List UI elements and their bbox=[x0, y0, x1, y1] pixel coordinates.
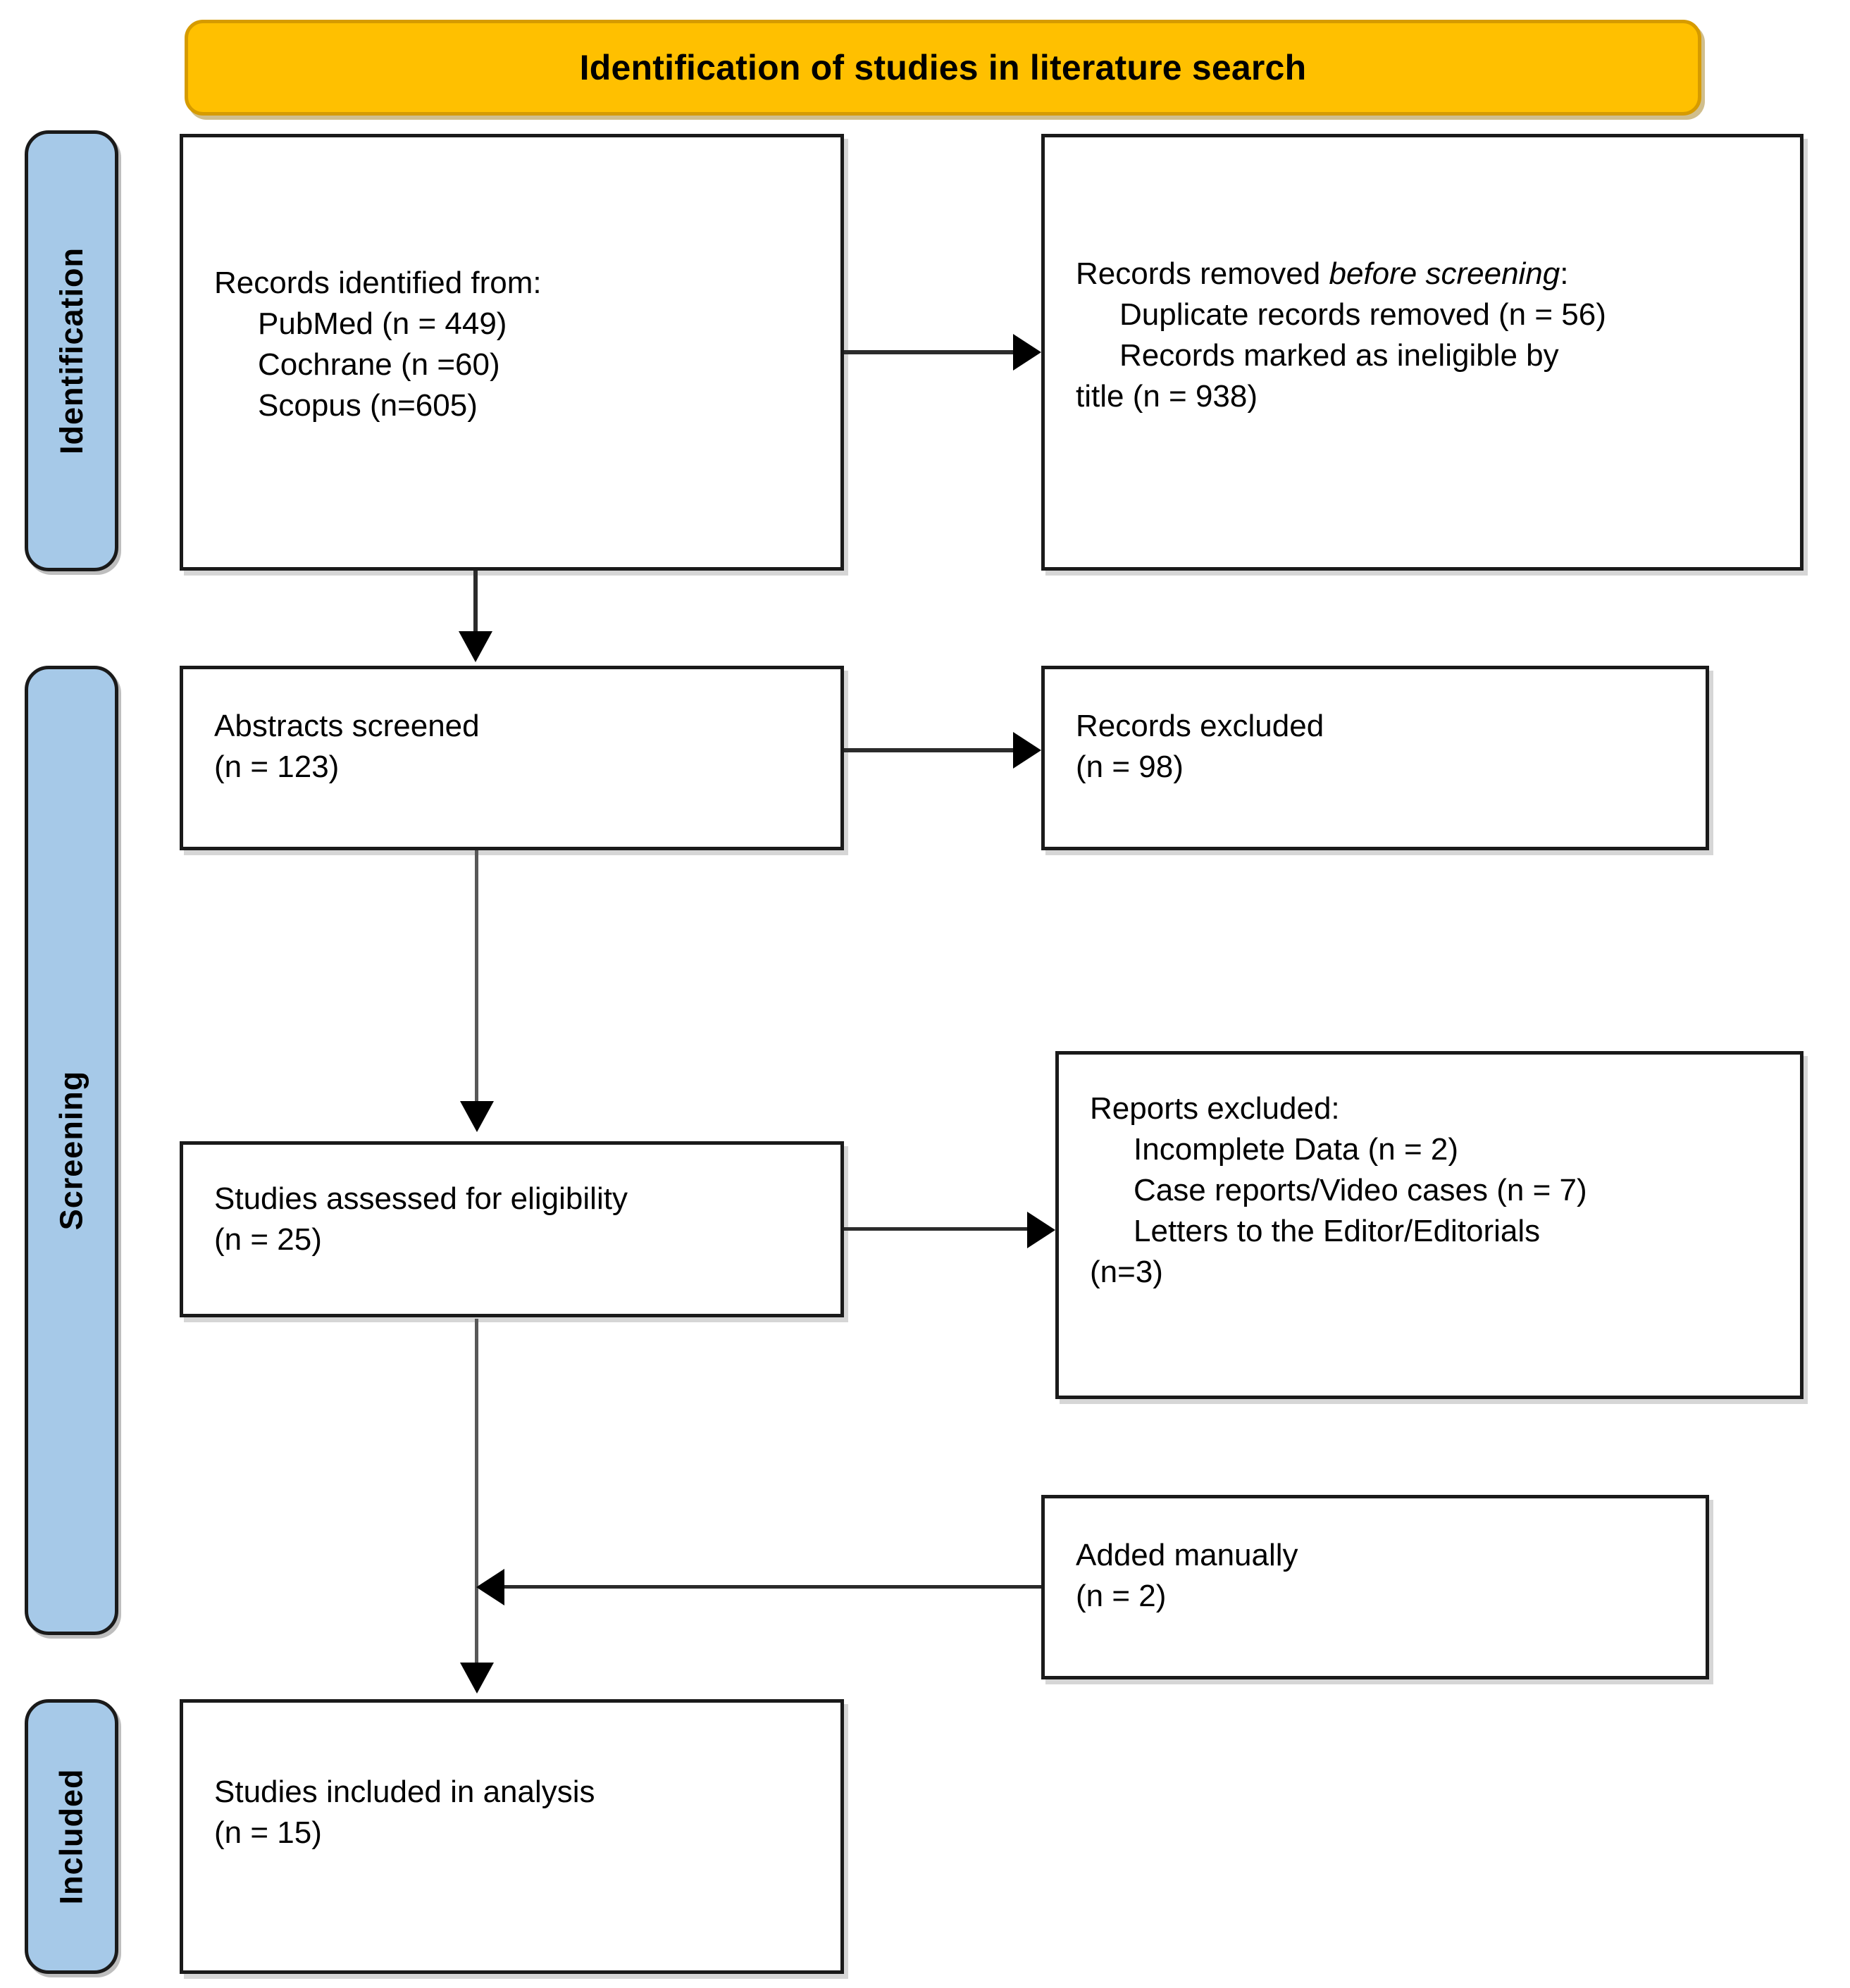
connector-identified-to-abstracts bbox=[473, 571, 478, 634]
stage-band-identification: Identification bbox=[25, 130, 118, 571]
connector-added-to-included bbox=[504, 1585, 1041, 1589]
text-line: Scopus (n=605) bbox=[258, 388, 478, 423]
text-line: title (n = 938) bbox=[1076, 379, 1258, 414]
box-studies-assessed-eligibility: Studies assessed for eligibility (n = 25… bbox=[180, 1141, 844, 1317]
diagram-title: Identification of studies in literature … bbox=[579, 48, 1307, 87]
text-line: Duplicate records removed (n = 56) bbox=[1119, 297, 1606, 333]
connector-eligibility-to-included bbox=[475, 1319, 478, 1668]
stage-label-screening: Screening bbox=[53, 1070, 89, 1231]
text-line: (n = 15) bbox=[214, 1815, 322, 1851]
text-line: (n = 25) bbox=[214, 1222, 322, 1257]
arrowhead-eligibility-to-included bbox=[460, 1663, 494, 1694]
box-records-removed-before-screening: Records removed before screening: Duplic… bbox=[1041, 134, 1804, 571]
box-abstracts-screened-body: Abstracts screened (n = 123) bbox=[214, 706, 824, 788]
text-line: Records marked as ineligible by bbox=[1119, 338, 1559, 373]
connector-identified-to-removed bbox=[844, 350, 1014, 354]
diagram-title-banner: Identification of studies in literature … bbox=[185, 20, 1701, 116]
text-line: Abstracts screened bbox=[214, 709, 480, 743]
stage-band-screening: Screening bbox=[25, 666, 118, 1635]
box-records-identified-body: Records identified from: PubMed (n = 449… bbox=[214, 263, 824, 426]
text-line: Studies assessed for eligibility bbox=[214, 1181, 628, 1216]
box-added-manually-body: Added manually (n = 2) bbox=[1076, 1535, 1689, 1617]
arrowhead-abstracts-to-excluded bbox=[1013, 732, 1041, 769]
box-added-manually: Added manually (n = 2) bbox=[1041, 1495, 1709, 1679]
arrowhead-added-to-included bbox=[476, 1569, 504, 1605]
text-italic: before screening bbox=[1329, 256, 1560, 291]
box-records-excluded: Records excluded (n = 98) bbox=[1041, 666, 1709, 850]
arrowhead-identified-to-abstracts bbox=[459, 631, 492, 662]
text-plain: Records removed bbox=[1076, 256, 1329, 291]
text-line: Letters to the Editor/Editorials bbox=[1134, 1214, 1541, 1249]
stage-label-included: Included bbox=[53, 1768, 89, 1905]
text-line: Cochrane (n =60) bbox=[258, 347, 500, 383]
text-line: Records identified from: bbox=[214, 266, 542, 300]
box-records-identified: Records identified from: PubMed (n = 449… bbox=[180, 134, 844, 571]
text-line: Added manually bbox=[1076, 1538, 1298, 1572]
arrowhead-eligibility-to-reports-excluded bbox=[1027, 1212, 1055, 1248]
stage-label-identification: Identification bbox=[53, 247, 89, 454]
text-line: (n = 2) bbox=[1076, 1579, 1167, 1614]
box-records-excluded-body: Records excluded (n = 98) bbox=[1076, 706, 1689, 788]
text-line: Records excluded bbox=[1076, 709, 1324, 743]
text-line-heading: Records removed before screening: bbox=[1076, 254, 1783, 294]
text-line: (n = 123) bbox=[214, 750, 340, 785]
arrowhead-abstracts-to-eligibility bbox=[460, 1101, 494, 1132]
connector-abstracts-to-excluded bbox=[844, 748, 1014, 752]
text-line: (n = 98) bbox=[1076, 750, 1184, 785]
text-line: Studies included in analysis bbox=[214, 1775, 595, 1809]
text-line: Incomplete Data (n = 2) bbox=[1134, 1132, 1459, 1167]
text-line: Case reports/Video cases (n = 7) bbox=[1134, 1173, 1587, 1208]
arrowhead-identified-to-removed bbox=[1013, 334, 1041, 371]
stage-band-included: Included bbox=[25, 1699, 118, 1974]
box-reports-excluded-body: Reports excluded: Incomplete Data (n = 2… bbox=[1090, 1088, 1783, 1293]
text-tail: : bbox=[1560, 256, 1569, 291]
connector-eligibility-to-reports-excluded bbox=[844, 1227, 1029, 1231]
box-studies-assessed-body: Studies assessed for eligibility (n = 25… bbox=[214, 1179, 824, 1260]
text-line: PubMed (n = 449) bbox=[258, 306, 507, 342]
box-records-removed-body: Records removed before screening: Duplic… bbox=[1076, 254, 1783, 417]
box-studies-included-body: Studies included in analysis (n = 15) bbox=[214, 1772, 824, 1853]
box-reports-excluded: Reports excluded: Incomplete Data (n = 2… bbox=[1055, 1051, 1804, 1399]
box-studies-included-analysis: Studies included in analysis (n = 15) bbox=[180, 1699, 844, 1974]
text-line: Reports excluded: bbox=[1090, 1091, 1340, 1126]
connector-abstracts-to-eligibility bbox=[475, 850, 478, 1104]
text-line: (n=3) bbox=[1090, 1255, 1163, 1290]
box-abstracts-screened: Abstracts screened (n = 123) bbox=[180, 666, 844, 850]
